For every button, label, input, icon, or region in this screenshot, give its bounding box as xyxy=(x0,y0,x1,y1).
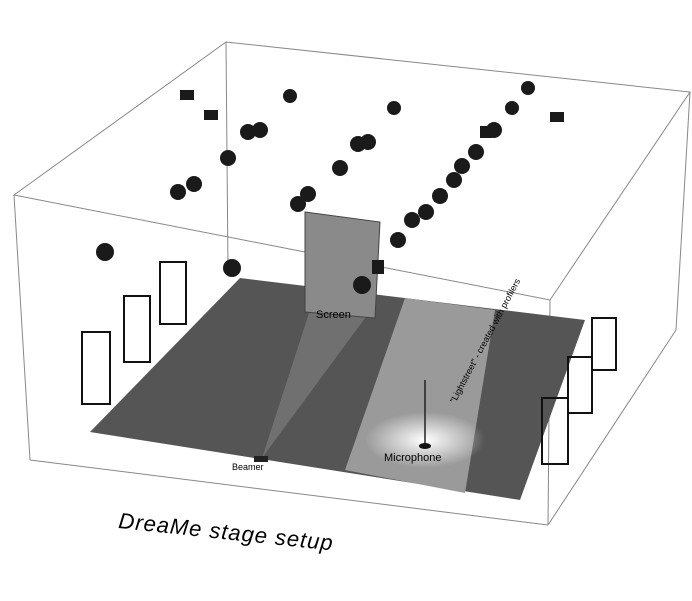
stage-lights xyxy=(96,81,564,294)
beamer xyxy=(254,456,268,462)
speaker-towers xyxy=(81,261,617,465)
microphone-label: Microphone xyxy=(384,452,442,464)
beamer-label: Beamer xyxy=(232,462,264,472)
projection-screen xyxy=(304,211,381,319)
beamer-projection xyxy=(262,310,368,458)
screen-label: Screen xyxy=(316,309,351,321)
